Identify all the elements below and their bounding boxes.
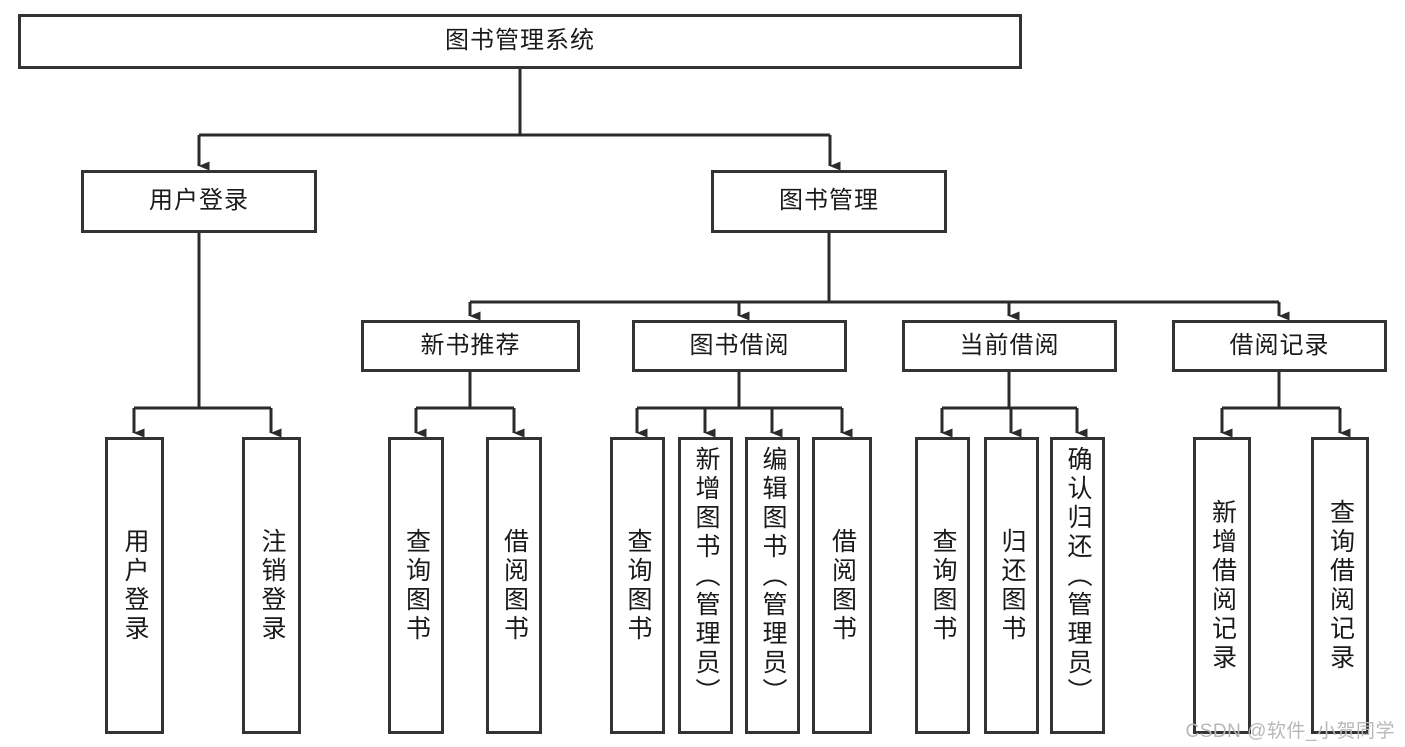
node-label: 借阅图书: [500, 527, 529, 644]
node-leaf-add-book-admin[interactable]: 新增图书（管理员）: [678, 437, 733, 734]
node-label: 图书借阅: [689, 331, 790, 359]
node-label: 查询图书: [624, 527, 652, 644]
node-book-manage[interactable]: 图书管理: [711, 170, 947, 233]
node-label: 当前借阅: [959, 331, 1060, 359]
node-leaf-query-book-borrow[interactable]: 查询图书: [610, 437, 665, 734]
node-leaf-borrow-book-recommend[interactable]: 借阅图书: [486, 437, 542, 734]
node-user-login[interactable]: 用户登录: [81, 170, 317, 233]
node-leaf-confirm-return-admin[interactable]: 确认归还（管理员）: [1050, 437, 1105, 734]
node-label: 新增图书（管理员）: [692, 446, 720, 707]
node-label: 用户登录: [121, 527, 149, 644]
node-leaf-user-logout[interactable]: 注销登录: [242, 437, 301, 734]
node-leaf-query-book-current[interactable]: 查询图书: [915, 437, 970, 734]
node-label: 新书推荐: [420, 331, 521, 359]
node-new-book-recommend[interactable]: 新书推荐: [361, 320, 580, 372]
node-label: 借阅图书: [828, 527, 857, 644]
node-label: 查询图书: [929, 527, 957, 644]
node-leaf-borrow-book[interactable]: 借阅图书: [812, 437, 872, 734]
node-leaf-add-borrow-record[interactable]: 新增借阅记录: [1193, 437, 1251, 734]
node-borrow-record[interactable]: 借阅记录: [1172, 320, 1387, 372]
node-label: 新增借阅记录: [1208, 498, 1237, 673]
node-label: 归还图书: [998, 527, 1026, 644]
node-label: 用户登录: [149, 187, 249, 215]
node-label: 查询图书: [402, 527, 431, 644]
node-root-system[interactable]: 图书管理系统: [18, 14, 1022, 69]
node-book-borrow[interactable]: 图书借阅: [632, 320, 847, 372]
node-label: 图书管理: [779, 187, 879, 215]
node-label: 借阅记录: [1229, 331, 1330, 359]
node-label: 确认归还（管理员）: [1064, 446, 1092, 707]
node-label: 图书管理系统: [445, 27, 595, 55]
node-leaf-edit-book-admin[interactable]: 编辑图书（管理员）: [745, 437, 800, 734]
node-current-borrow[interactable]: 当前借阅: [902, 320, 1117, 372]
node-label: 注销登录: [258, 527, 286, 644]
node-leaf-query-borrow-record[interactable]: 查询借阅记录: [1311, 437, 1369, 734]
node-leaf-user-login[interactable]: 用户登录: [105, 437, 164, 734]
node-label: 编辑图书（管理员）: [759, 446, 787, 707]
node-leaf-return-book[interactable]: 归还图书: [984, 437, 1039, 734]
node-label: 查询借阅记录: [1326, 498, 1355, 673]
watermark-text: CSDN @软件_小贺同学: [1185, 721, 1395, 742]
node-leaf-query-book-recommend[interactable]: 查询图书: [388, 437, 444, 734]
